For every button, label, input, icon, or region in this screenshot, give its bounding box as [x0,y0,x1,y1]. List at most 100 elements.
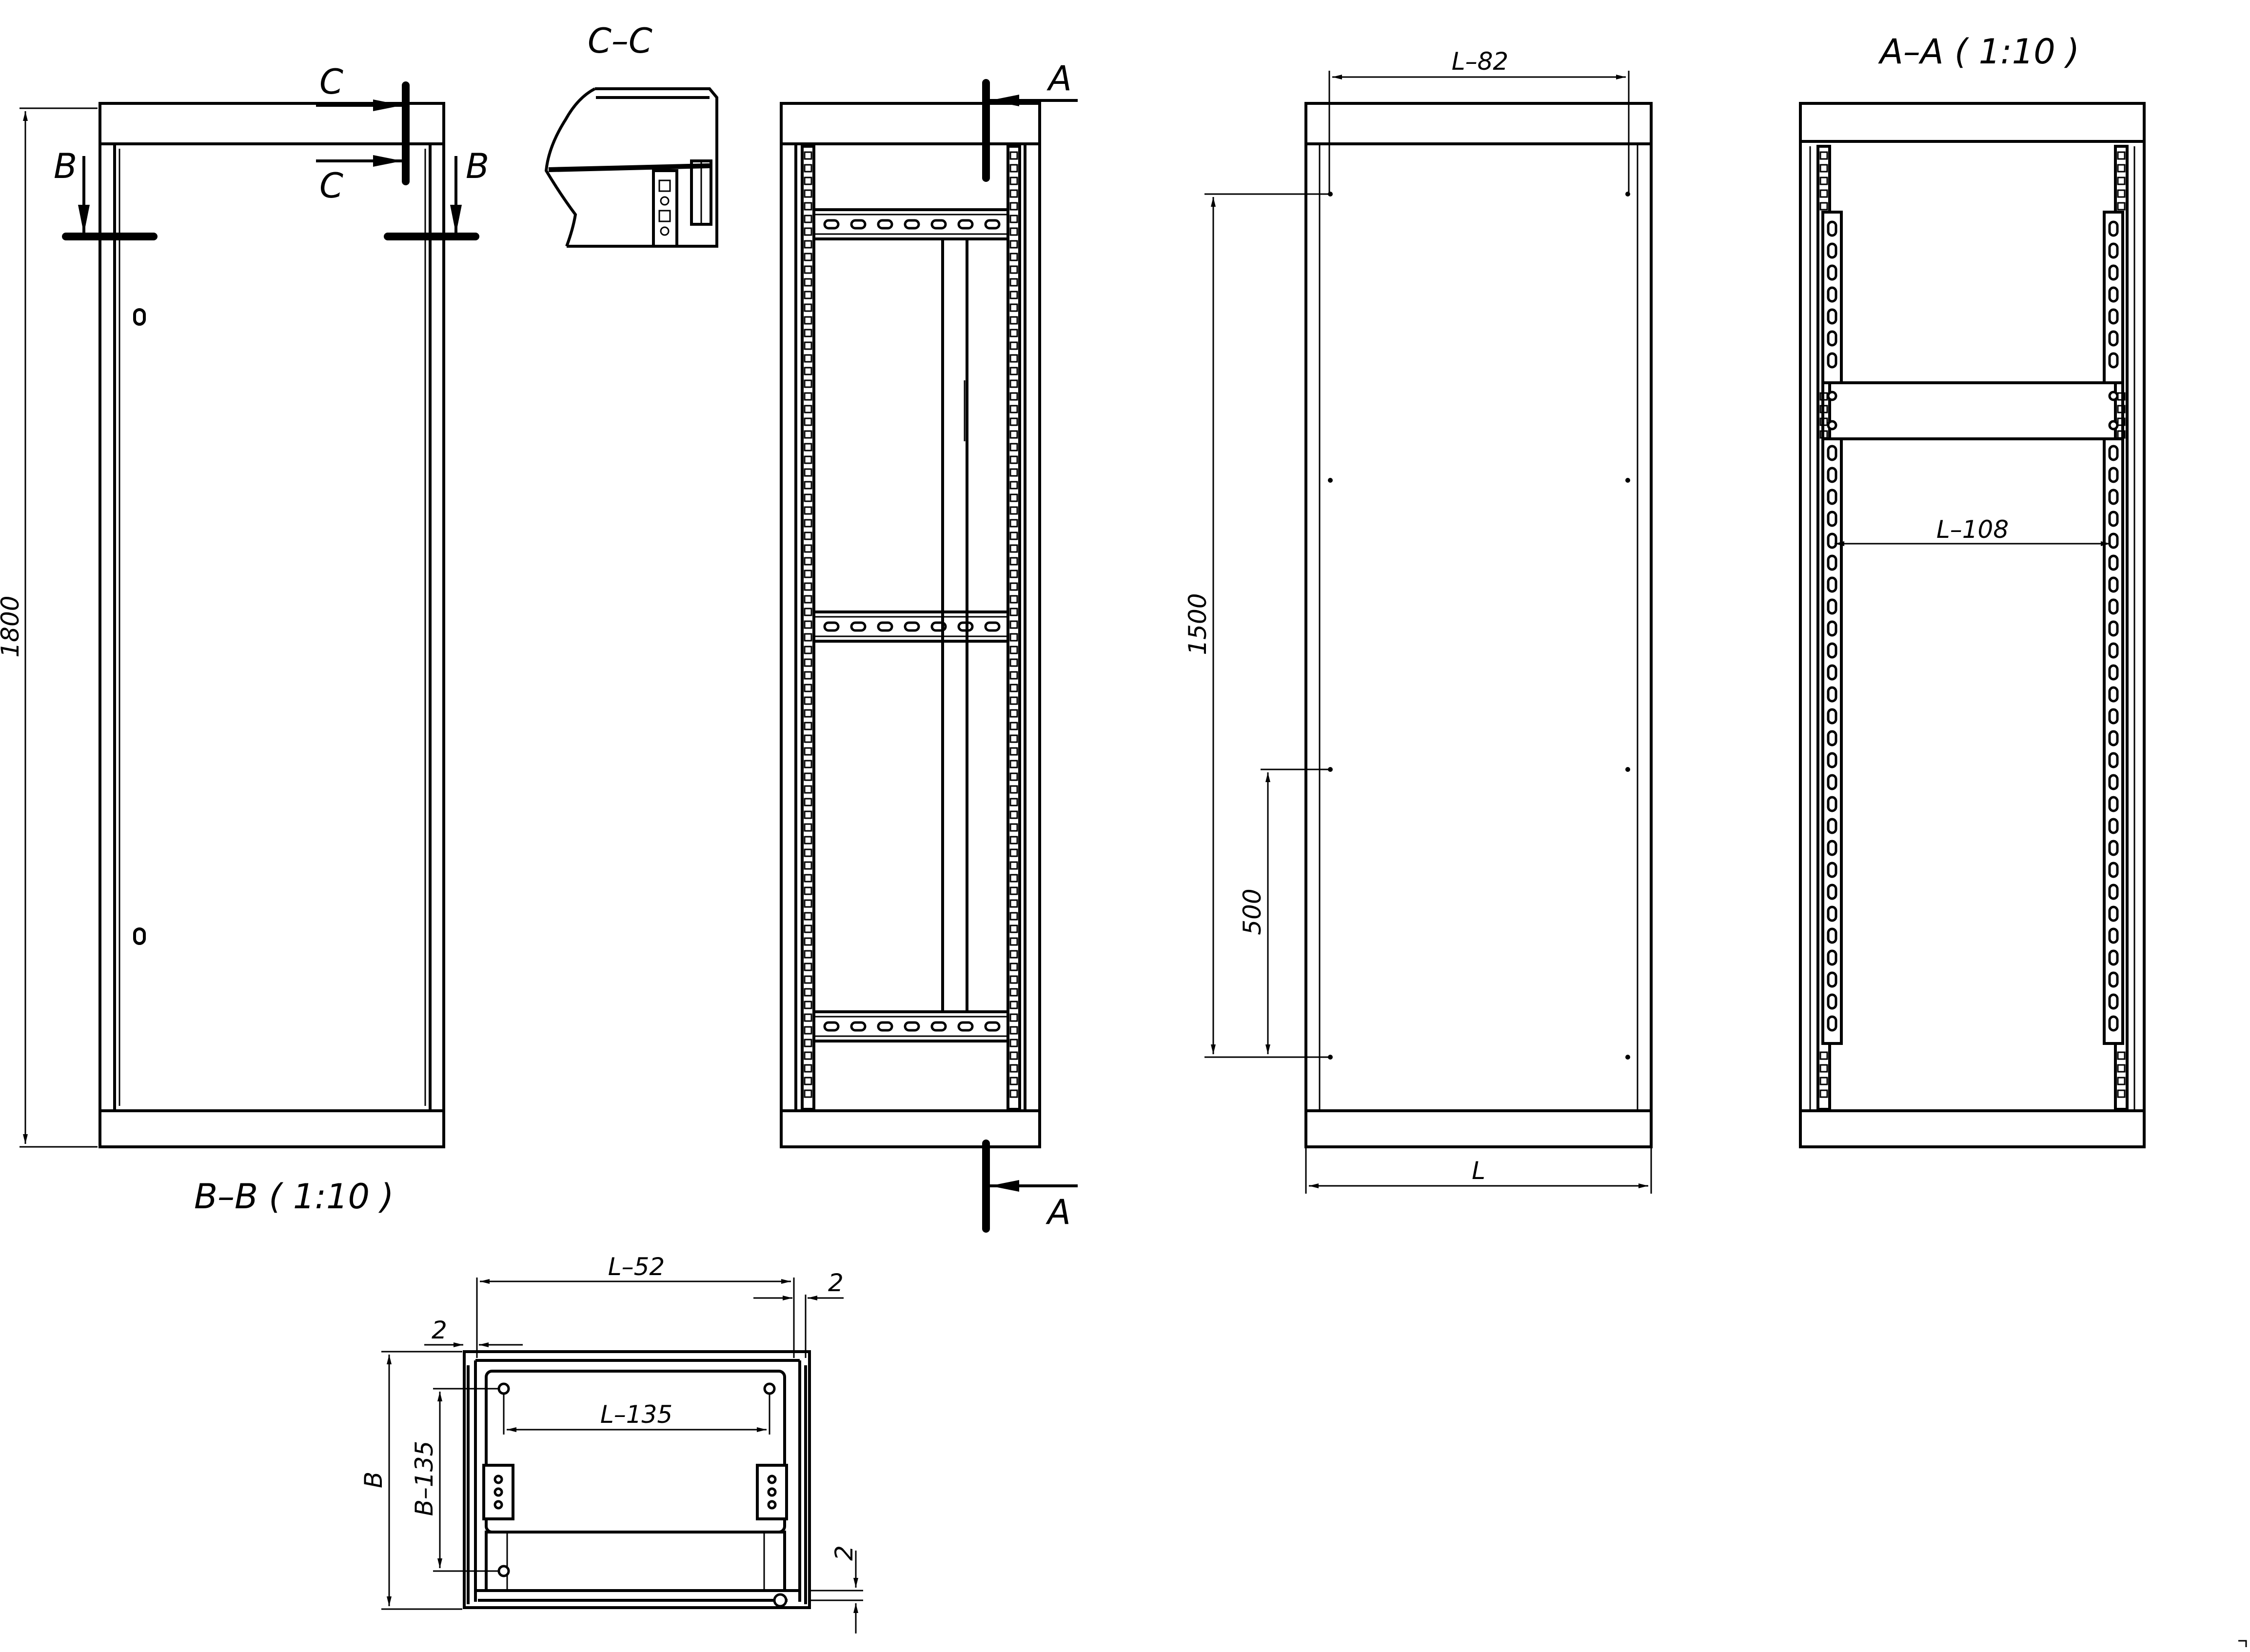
rail-slot [1009,874,1018,883]
rail-slot [804,164,812,173]
rear-hole [1625,478,1630,483]
bracket-slot [1827,598,1837,615]
rail-slot [1009,519,1018,528]
rail-slot [804,405,812,413]
section-bb-view: L–52 2 2 L–135 B B–135 2 [359,1253,863,1633]
bracket-slot [1827,862,1837,878]
rail-slot [804,582,812,591]
bracket-slot [2108,818,2119,834]
bracket-slot [2108,927,2119,944]
rail-slot [1009,1039,1018,1047]
aa-rail-slot [1819,1064,1828,1073]
bracket-slot [1827,905,1837,922]
door-panel [113,142,432,1112]
rail-slot [804,189,812,198]
rail-slot [804,354,812,363]
bracket-slot [1827,927,1837,944]
bracket-slot [2108,220,2119,237]
plate-hole-bl [497,1565,510,1577]
bracket-right-hole-3 [767,1500,777,1510]
rail-slot [804,481,812,490]
rail-slot [1009,227,1018,236]
rail-slot [804,240,812,249]
rail-slot [804,696,812,705]
bracket-slot [2108,532,2119,549]
rail-slot [1009,455,1018,464]
rail-slot [1009,506,1018,515]
section-aa-title: A–A ( 1:10 ) [1878,32,2079,72]
rail-slot [1009,785,1018,794]
rail-slot [1009,924,1018,933]
bracket-slot [1827,949,1837,966]
rail-slot [804,633,812,642]
bracket-slot [1827,620,1837,637]
section-aa-rail-slots [1819,151,2126,1098]
rail-slot [804,899,812,908]
rail-slot [804,303,812,312]
rail-slots [804,151,1018,1098]
bracket-slot [2108,467,2119,483]
rail-slot [804,177,812,185]
bracket-slot [1827,708,1837,725]
bracket-slot [1827,840,1837,856]
bracket-slot [1827,352,1837,369]
bracket-left-hole-2 [493,1487,503,1497]
door-hinge-icon [773,1593,788,1608]
rail-slot [804,785,812,794]
crossbar-slot [823,621,840,632]
bracket-slot [2108,686,2119,703]
crossbar-slot [823,1021,840,1032]
rear-hole [1625,1055,1630,1060]
rail-slot [804,823,812,832]
bracket-slot [2108,708,2119,725]
rail-slot [1009,253,1018,261]
rail-slot [1009,747,1018,756]
bracket-left-hole-3 [493,1500,503,1510]
rail-slot [804,430,812,439]
crossbar-slot [930,1021,947,1032]
rail-slot [804,620,812,629]
rail-slot [1009,595,1018,604]
rail-slot [804,506,812,515]
bracket-slot [2108,796,2119,812]
section-aa-shelf [1821,381,2124,440]
rail-slot [804,291,812,299]
bracket-slot [2108,330,2119,347]
aa-rail-slot [1819,1051,1828,1060]
door-lock-lower-icon [133,927,146,945]
rail-slot [1009,886,1018,895]
section-cc-title: C–C [588,21,652,61]
rail-slot [804,836,812,845]
rail-slot [804,950,812,959]
rail-slot [1009,481,1018,490]
aa-rail-slot [1819,177,1828,185]
crossbar-slot [957,1021,974,1032]
bracket-slot [1827,993,1837,1010]
rail-slot [804,265,812,274]
section-c-label-top: C [319,62,343,102]
rail-slot [1009,557,1018,566]
aa-rail-slot [2117,202,2126,211]
bracket-slot [2108,884,2119,900]
bracket-slot [1827,511,1837,527]
rail-slot [804,316,812,325]
dim-l52-label: L–52 [608,1253,665,1281]
rail-slot [1009,582,1018,591]
dim-gap-right-label: 2 [828,1269,844,1297]
rail-slot [804,215,812,223]
section-cc-slot-2 [658,210,671,222]
shelf-hole-1 [1827,391,1837,401]
bracket-slot [1827,220,1837,237]
rail-slot [804,963,812,971]
aa-rail-slot [2117,1064,2126,1073]
bracket-slot [2108,445,2119,461]
bracket-slot [1827,489,1837,505]
section-a-label-top: A [1046,59,1072,98]
crossbar-slot [930,219,947,230]
bracket-slot [1827,467,1837,483]
bracket-slot [2108,862,2119,878]
rail-slot [804,227,812,236]
aa-rail-slot [1819,202,1828,211]
rail-slot [1009,1089,1018,1098]
bracket-slot [1827,818,1837,834]
